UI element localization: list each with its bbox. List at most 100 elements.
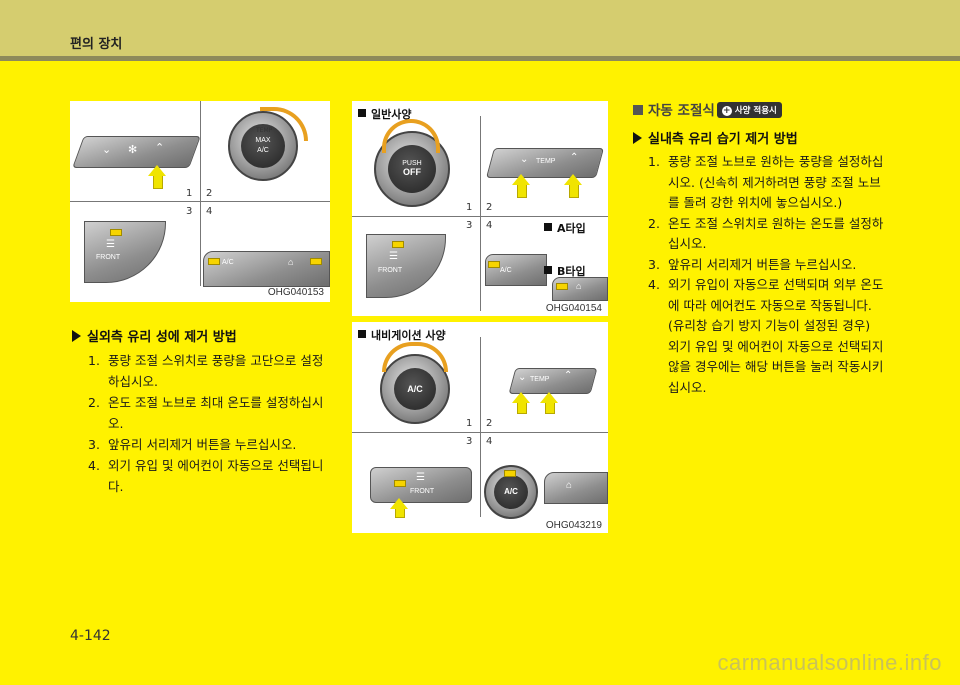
page-number: 4-142	[70, 628, 111, 644]
label-text: 내비게이션 사양	[371, 329, 446, 342]
square-bullet-icon	[633, 105, 643, 115]
indicator-led	[394, 480, 406, 487]
figure-inside-defog-auto: 일반사양 PUSH OFF 1 2 ⌄ TEMP ⌃ 3 4 ☰ FRONT A…	[352, 101, 608, 316]
indicator-led	[556, 283, 568, 290]
recirculation-icon: ⌂	[576, 281, 582, 291]
divider	[352, 432, 608, 433]
step-number: 1.	[648, 154, 660, 169]
rotate-arrow-icon	[260, 107, 308, 141]
rotate-arrow-icon	[382, 119, 440, 153]
chevron-down-icon: ⌄	[520, 154, 529, 165]
figure-code: OHG040154	[545, 303, 602, 314]
list-item: 3.앞유리 서리제거 버튼을 누르십시오.	[648, 255, 908, 276]
page-title: 편의 장치	[70, 37, 123, 52]
divider	[352, 216, 608, 217]
step-text: 하십시오.	[108, 374, 158, 389]
defrost-icon: ☰	[106, 239, 115, 250]
figure-label: A타입	[544, 220, 586, 236]
arrow-icon	[512, 392, 530, 403]
cell-number: 1	[466, 202, 473, 213]
defrost-icon: ☰	[389, 251, 398, 262]
step-text: 를 돌려 강한 위치에 놓으십시오.)	[668, 195, 843, 210]
auto-section-heading: 자동 조절식+사양 적용시	[633, 99, 782, 119]
arrow-icon	[390, 498, 408, 509]
knob-label: A/C	[257, 147, 269, 154]
page-header: 편의 장치	[0, 0, 960, 61]
cell-number: 3	[186, 206, 193, 217]
step-text: 외기 유입 및 에어컨이 자동으로 선택됩니	[108, 458, 324, 473]
step-number: 3.	[648, 256, 660, 272]
triangle-bullet-icon	[633, 132, 642, 144]
arrow-icon	[395, 509, 405, 518]
label-text: 일반사양	[371, 108, 412, 121]
indicator-led	[208, 258, 220, 265]
chevron-down-icon: ⌄	[518, 372, 527, 383]
section-title-text: 실외측 유리 성에 제거 방법	[87, 330, 237, 345]
arrow-icon	[148, 165, 166, 176]
cell-number: 3	[466, 220, 473, 231]
recirculation-button	[544, 472, 608, 504]
option-badge: +사양 적용시	[716, 102, 782, 118]
cell-number: 2	[486, 202, 493, 213]
front-label: FRONT	[378, 267, 403, 274]
indicator-led	[488, 261, 500, 268]
defrost-icon: ☰	[416, 472, 425, 483]
cell-number: 4	[206, 206, 213, 217]
chevron-up-icon: ⌃	[570, 152, 579, 163]
divider	[480, 116, 481, 311]
ac-label: A/C	[494, 475, 528, 509]
step-text: 않을 경우에는 해당 버튼을 눌러 작동시키	[668, 359, 884, 374]
label-text: B타입	[557, 265, 586, 278]
front-defrost-button	[366, 234, 446, 298]
step-number: 4.	[648, 277, 660, 292]
figure-label: 내비게이션 사양	[358, 327, 446, 343]
triangle-bullet-icon	[72, 330, 81, 342]
divider	[480, 337, 481, 517]
step-text: 풍량 조절 노브로 원하는 풍량을 설정하십	[668, 154, 884, 169]
step-text: 외기 유입이 자동으로 선택되며 외부 온도	[668, 277, 884, 292]
heading-text: 자동 조절식	[648, 103, 715, 119]
arrow-icon	[517, 403, 527, 414]
arrow-icon	[569, 185, 579, 198]
step-number: 3.	[88, 437, 100, 452]
step-text: 온도 조절 노브로 최대 온도를 설정하십시	[108, 395, 324, 410]
divider	[200, 101, 201, 286]
step-text: (유리창 습기 방지 기능이 설정된 경우)	[668, 318, 871, 333]
step-number: 2.	[648, 215, 660, 231]
figure-outside-defog: ⌄ ✻ ⌃ 1 2 MAX A/C TEMP 3 4 ☰ FRONT A/C ⌂…	[70, 101, 330, 302]
plus-icon: +	[721, 106, 732, 116]
step-text: 십시오.	[668, 379, 707, 395]
recirculation-icon: ⌂	[566, 480, 573, 491]
watermark: carmanualsonline.info	[717, 650, 942, 675]
figure-inside-defog-navi: 내비게이션 사양 A/C 1 2 ⌄ TEMP ⌃ 3 4 ☰ FRONT A/…	[352, 322, 608, 533]
section-title-text: 실내측 유리 습기 제거 방법	[648, 132, 798, 147]
step-text: 십시오.	[668, 236, 707, 251]
arrow-icon	[153, 176, 163, 189]
step-text: 외기 유입 및 에어컨이 자동으로 선택되지	[668, 338, 884, 354]
cell-number: 2	[206, 188, 213, 199]
front-label: FRONT	[96, 254, 121, 261]
cell-number: 4	[486, 220, 493, 231]
arrow-icon	[517, 185, 527, 198]
indicator-led	[110, 229, 122, 236]
figure-code: OHG043219	[545, 520, 602, 531]
cell-number: 4	[486, 436, 493, 447]
step-text: 시오. (신속히 제거하려면 풍량 조절 노브	[668, 174, 881, 190]
section-title-inside: 실내측 유리 습기 제거 방법	[633, 128, 798, 147]
knob-label: PUSH	[402, 160, 422, 167]
badge-text: 사양 적용시	[734, 106, 777, 116]
ac-label: A/C	[500, 267, 512, 274]
figure-code: OHG040153	[267, 287, 324, 298]
figure-label: B타입	[544, 263, 586, 279]
chevron-up-icon: ⌃	[155, 142, 165, 154]
knob-label: A/C	[394, 368, 436, 410]
step-number: 4.	[88, 458, 100, 473]
section-title-outside: 실외측 유리 성에 제거 방법	[72, 326, 237, 345]
step-text: 온도 조절 스위치로 원하는 온도를 설정하	[668, 215, 884, 231]
step-text: 풍량 조절 스위치로 풍량을 고단으로 설정	[108, 353, 324, 368]
step-number: 2.	[88, 395, 100, 410]
